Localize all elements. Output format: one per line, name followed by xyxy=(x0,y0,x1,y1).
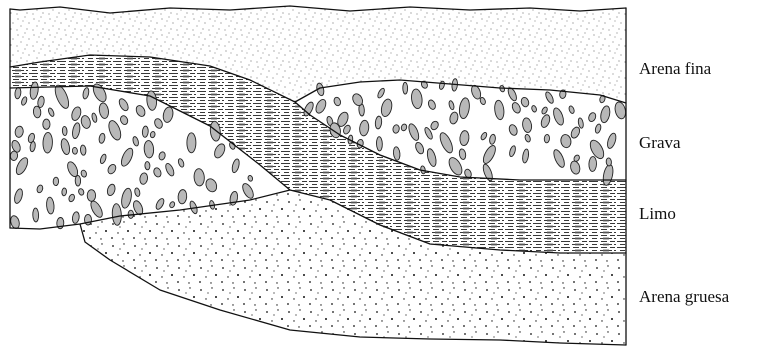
label-gravel: Grava xyxy=(639,133,681,153)
pebble xyxy=(187,133,196,153)
pebble xyxy=(142,126,149,138)
pebble xyxy=(87,190,95,202)
label-silt: Limo xyxy=(639,204,676,224)
pebble xyxy=(80,145,86,156)
pebble xyxy=(62,188,67,196)
pebble xyxy=(43,132,53,153)
pebble xyxy=(403,82,408,94)
label-coarse-sand: Arena gruesa xyxy=(639,287,729,307)
pebble xyxy=(145,161,150,169)
pebble xyxy=(72,147,78,154)
pebble xyxy=(544,134,550,143)
pebble xyxy=(75,175,81,186)
pebble xyxy=(53,177,59,186)
pebble xyxy=(589,156,597,171)
pebble xyxy=(43,119,50,129)
pebble xyxy=(606,158,612,166)
pebble xyxy=(62,126,67,135)
label-fine-sand: Arena fina xyxy=(639,59,711,79)
pebble xyxy=(33,208,39,222)
pebble xyxy=(376,137,382,151)
